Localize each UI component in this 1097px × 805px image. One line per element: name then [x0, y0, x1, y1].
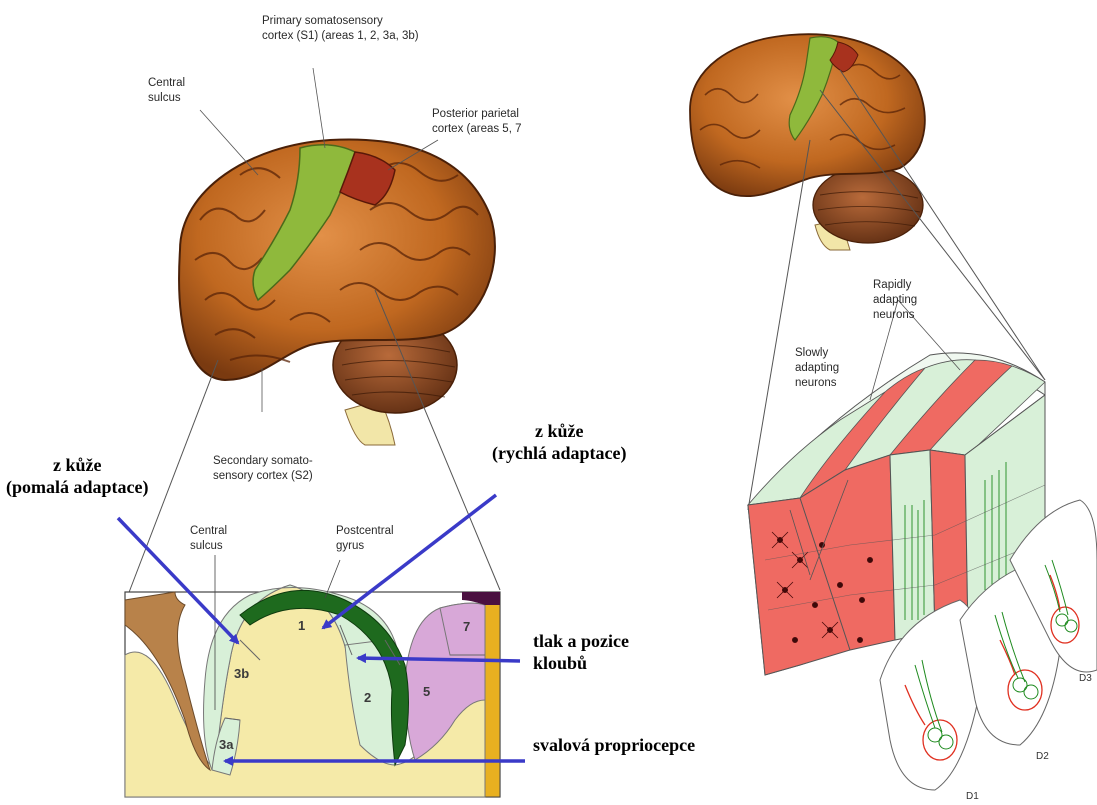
label-central-sulcus-bottom: Central sulcus — [190, 524, 227, 554]
right-brain — [690, 34, 925, 250]
right-cerebellum — [813, 167, 923, 243]
label-central-sulcus-top: Central sulcus — [148, 76, 185, 106]
area-1-label: 1 — [298, 618, 305, 633]
label-primary-s1: Primary somatosensory cortex (S1) (areas… — [262, 14, 419, 44]
area-5-label: 5 — [423, 684, 430, 699]
label-slowly-adapting: Slowly adapting neurons — [795, 346, 839, 391]
fast-adapting-column — [890, 450, 935, 640]
area-2-label: 2 — [364, 690, 371, 705]
digit-d3-label: D3 — [1079, 673, 1092, 684]
area-7-label: 7 — [463, 619, 470, 634]
label-rapidly-adapting: Rapidly adapting neurons — [873, 278, 917, 323]
area-3b-label: 3b — [234, 666, 249, 681]
label-posterior-parietal: Posterior parietal cortex (areas 5, 7 — [432, 107, 521, 137]
annotation-pressure: tlak a pozice kloubů — [533, 630, 629, 674]
annotation-muscle: svalová propriocepce — [533, 734, 695, 756]
label-postcentral-gyrus: Postcentral gyrus — [336, 524, 394, 554]
annotation-skin-slow: z kůže (pomalá adaptace) — [6, 454, 149, 498]
digit-d1-label: D1 — [966, 791, 979, 802]
label-secondary-s2: Secondary somato- sensory cortex (S2) — [213, 454, 313, 484]
digit-d2-label: D2 — [1036, 751, 1049, 762]
area-3a-label: 3a — [219, 737, 233, 752]
annotation-skin-fast: z kůže (rychlá adaptace) — [492, 420, 626, 464]
